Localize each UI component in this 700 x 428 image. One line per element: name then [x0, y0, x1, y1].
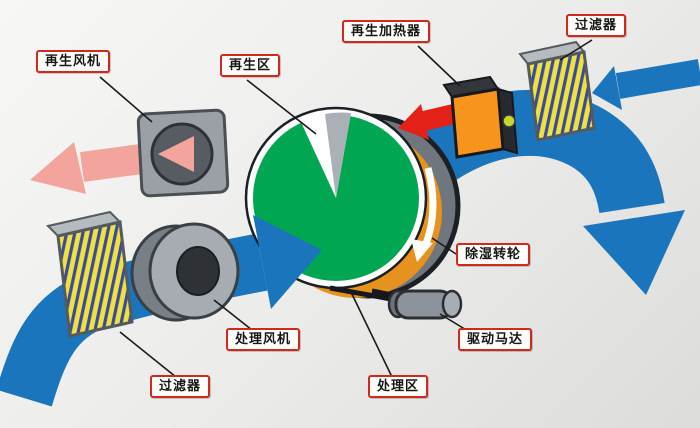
outlet-arrow-head — [583, 210, 685, 295]
intake-arrow-shaft — [615, 59, 700, 99]
label-dehumid-wheel: 除湿转轮 — [456, 243, 531, 266]
process-fan-component — [130, 222, 240, 322]
filter-top-front-face — [526, 50, 596, 142]
regen-heater-component — [442, 75, 519, 159]
leader-regen-zone — [246, 79, 317, 135]
intake-arrow-head — [592, 66, 622, 110]
filter-bottom-front-face — [56, 220, 134, 338]
exhaust-arrow-head — [30, 142, 86, 194]
process-fan-hub — [176, 246, 220, 296]
label-regen-heater: 再生加热器 — [342, 20, 431, 43]
regen-fan-flow-arrow-icon — [158, 136, 194, 172]
regen-sector-shadow — [325, 112, 351, 198]
wheel-rotation-arrow-shaft — [420, 167, 437, 250]
label-regen-fan: 再生风机 — [36, 50, 111, 73]
leader-process-fan — [213, 299, 253, 331]
filter-bottom-component — [46, 210, 134, 338]
leader-lines — [99, 39, 593, 378]
leader-regen-fan — [99, 76, 153, 123]
label-process-zone: 处理区 — [368, 375, 429, 398]
regen-fan-component — [136, 108, 230, 198]
label-drive-motor: 驱动马达 — [458, 328, 533, 351]
motor-right-cap — [441, 289, 463, 319]
heater-indicator-light-icon — [502, 114, 516, 128]
leader-process-zone — [349, 289, 393, 378]
hot-air-arrow-head — [398, 104, 429, 140]
label-filter-top: 过滤器 — [566, 14, 627, 37]
label-regen-zone: 再生区 — [220, 54, 281, 77]
leader-filter-top — [559, 39, 593, 61]
label-process-fan: 处理风机 — [226, 328, 301, 351]
leader-dehumid-wheel — [431, 237, 457, 255]
leader-filter-bottom — [119, 331, 177, 378]
wheel-rotation-arrow-head — [411, 239, 433, 262]
drive-motor-component — [329, 285, 463, 320]
inlet-arrow-head — [253, 215, 322, 309]
leader-regen-heater — [417, 45, 461, 87]
label-filter-bottom: 过滤器 — [150, 375, 211, 398]
heater-front-face — [450, 87, 505, 159]
